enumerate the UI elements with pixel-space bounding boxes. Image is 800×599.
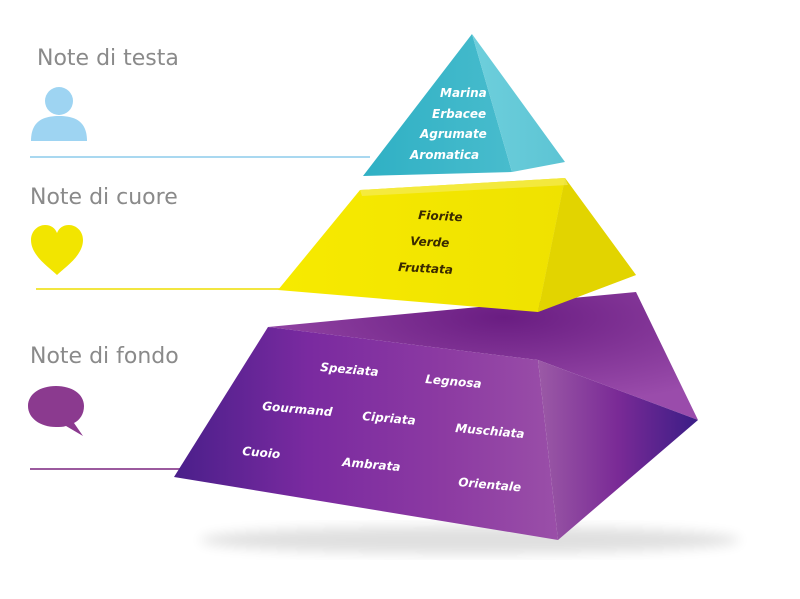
divider-bottom	[30, 468, 180, 470]
note-bottom-5: Cuoio	[242, 444, 281, 461]
base-shadow	[200, 526, 740, 554]
bottom-tier-top-face	[268, 292, 698, 420]
note-top-0: Marina	[440, 86, 487, 100]
note-bottom-1: Legnosa	[425, 372, 482, 391]
note-bottom-4: Muschiata	[455, 421, 525, 441]
tier-label-middle: Note di cuore	[30, 185, 178, 210]
note-bottom-2: Gourmand	[262, 399, 334, 419]
note-top-3: Aromatica	[409, 148, 479, 162]
middle-tier-front-face	[278, 178, 565, 312]
middle-tier-right-face	[538, 178, 636, 312]
note-bottom-7: Orientale	[458, 475, 522, 494]
note-top-1: Erbacee	[432, 107, 486, 121]
bottom-tier-right-face	[538, 360, 698, 540]
tier-label-top: Note di testa	[37, 46, 179, 71]
top-tier-left-face	[363, 34, 512, 176]
middle-tier	[278, 178, 636, 312]
note-bottom-0: Speziata	[320, 360, 379, 379]
top-tier	[363, 34, 565, 176]
divider-middle	[36, 288, 286, 290]
bottom-tier	[174, 292, 698, 540]
speech-bubble-icon	[28, 386, 84, 436]
note-middle-1: Verde	[410, 234, 450, 250]
bottom-tier-front-face	[174, 327, 558, 540]
person-icon	[31, 87, 87, 141]
heart-icon	[31, 225, 83, 275]
top-tier-right-face	[472, 34, 565, 172]
note-middle-2: Fruttata	[398, 260, 453, 277]
note-bottom-6: Ambrata	[341, 455, 401, 474]
note-top-2: Agrumate	[419, 127, 487, 141]
note-middle-0: Fiorite	[418, 208, 463, 224]
divider-top	[30, 156, 370, 158]
tier-label-bottom: Note di fondo	[30, 344, 179, 369]
note-bottom-3: Cipriata	[362, 409, 417, 428]
